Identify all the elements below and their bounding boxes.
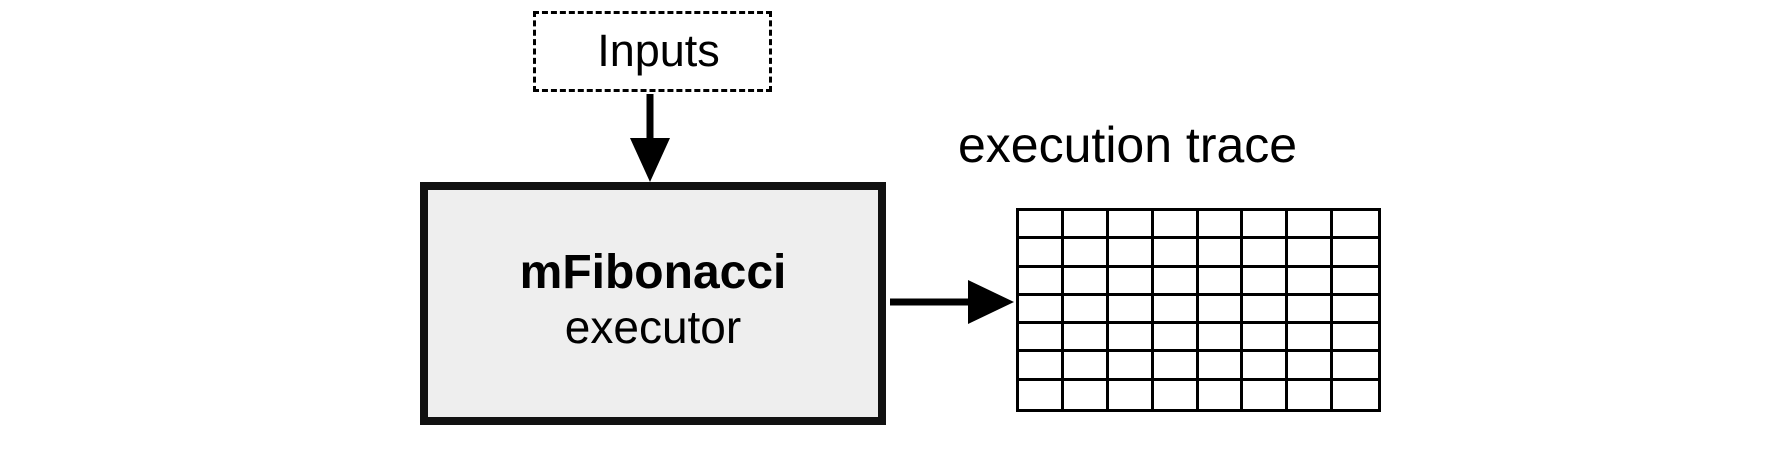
trace-cell	[1153, 295, 1199, 325]
trace-cell	[1288, 324, 1334, 353]
trace-cell	[1019, 239, 1064, 268]
trace-cell	[1108, 352, 1154, 381]
trace-cell	[1153, 380, 1199, 409]
trace-cell	[1063, 267, 1109, 296]
trace-cell	[1243, 211, 1289, 240]
trace-cell	[1108, 239, 1154, 268]
trace-cell	[1108, 267, 1154, 296]
execution-trace-label: execution trace	[958, 117, 1298, 173]
executor-node-title: mFibonacci	[519, 245, 787, 299]
trace-cell	[1333, 267, 1378, 296]
trace-cell	[1153, 239, 1199, 268]
trace-cell	[1288, 267, 1334, 296]
trace-cell	[1019, 380, 1064, 409]
arrow-inputs-to-executor	[630, 94, 670, 182]
inputs-node[interactable]: Inputs	[533, 11, 772, 92]
trace-cell	[1019, 352, 1064, 381]
trace-cell	[1108, 211, 1154, 240]
trace-cell	[1153, 267, 1199, 296]
trace-cell	[1063, 324, 1109, 353]
trace-cell	[1198, 324, 1244, 353]
trace-cell	[1108, 295, 1154, 325]
executor-node-subtitle: executor	[564, 300, 742, 353]
trace-cell	[1198, 352, 1244, 381]
trace-cell	[1198, 295, 1244, 325]
trace-cell	[1288, 380, 1334, 409]
trace-cell	[1019, 267, 1064, 296]
trace-cell	[1243, 324, 1289, 353]
trace-cell	[1288, 352, 1334, 381]
trace-cell	[1333, 380, 1378, 409]
inputs-node-label: Inputs	[597, 25, 720, 76]
trace-cell	[1333, 239, 1378, 268]
trace-cell	[1063, 380, 1109, 409]
trace-cell	[1108, 324, 1154, 353]
trace-cell	[1243, 380, 1289, 409]
arrow-executor-to-trace	[890, 280, 1014, 324]
trace-cell	[1153, 352, 1199, 381]
trace-cell	[1333, 352, 1378, 381]
trace-cell	[1243, 267, 1289, 296]
trace-cell	[1153, 324, 1199, 353]
trace-cell	[1243, 352, 1289, 381]
trace-cell	[1243, 295, 1289, 325]
trace-cell	[1333, 295, 1378, 325]
trace-cell	[1063, 211, 1109, 240]
trace-cell	[1198, 380, 1244, 409]
trace-cell	[1108, 380, 1154, 409]
execution-trace-grid[interactable]	[1016, 208, 1381, 412]
trace-cell	[1019, 324, 1064, 353]
trace-cell	[1243, 239, 1289, 268]
trace-cell	[1198, 211, 1244, 240]
trace-cell	[1288, 211, 1334, 240]
executor-node[interactable]: mFibonacci executor	[420, 182, 886, 425]
trace-cell	[1019, 211, 1064, 240]
trace-cell	[1288, 239, 1334, 268]
trace-cell	[1198, 239, 1244, 268]
trace-cell	[1063, 239, 1109, 268]
trace-cell	[1333, 324, 1378, 353]
trace-cell	[1153, 211, 1199, 240]
trace-cell	[1333, 211, 1378, 240]
trace-cell	[1019, 295, 1064, 325]
trace-cell	[1198, 267, 1244, 296]
trace-cell	[1288, 295, 1334, 325]
trace-cell	[1063, 295, 1109, 325]
trace-cell	[1063, 352, 1109, 381]
